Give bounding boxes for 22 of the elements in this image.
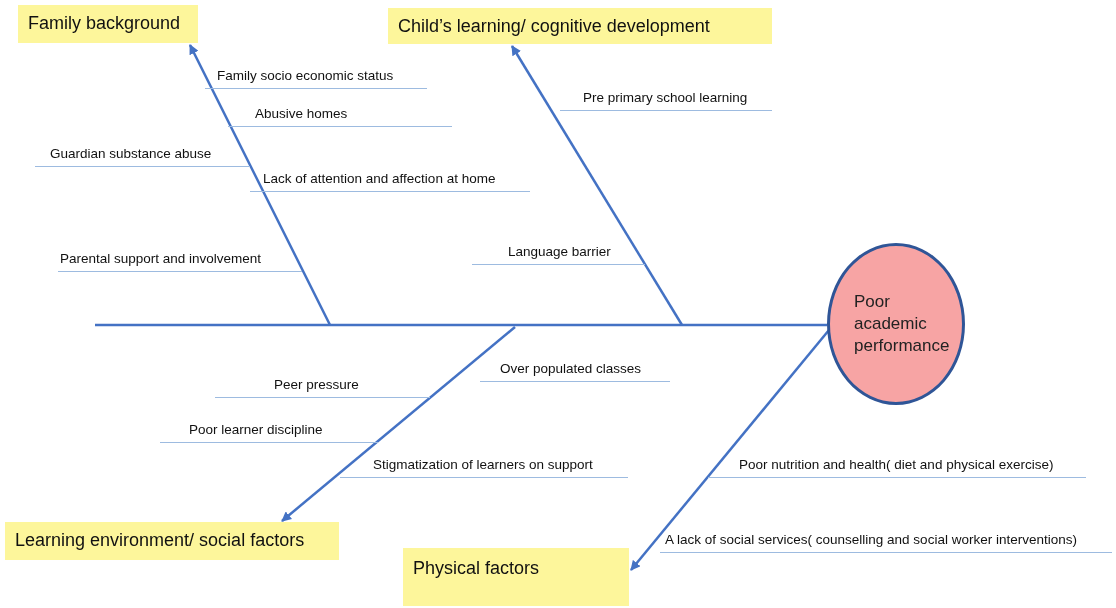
cause-label: Peer pressure [215, 376, 430, 398]
cause-label: Lack of attention and affection at home [250, 170, 530, 192]
cause-label: Parental support and involvement [58, 250, 302, 272]
cause-label: Over populated classes [480, 360, 670, 382]
cause-label: Pre primary school learning [560, 89, 772, 111]
category-box: Child’s learning/ cognitive development [388, 8, 772, 44]
cause-label: Stigmatization of learners on support [340, 456, 628, 478]
cause-label: Poor nutrition and health( diet and physical exercise) [708, 456, 1086, 478]
cause-label: Language barrier [472, 243, 645, 265]
bone-arrow [188, 44, 332, 326]
spine-line [95, 323, 827, 327]
cause-label: A lack of social services( counselling and social worker interventions) [660, 531, 1112, 553]
effect-circle: Poor academic performance [827, 243, 965, 405]
cause-label: Poor learner discipline [160, 421, 378, 443]
cause-label: Family socio economic status [205, 67, 427, 89]
category-box: Family background [18, 5, 198, 43]
cause-label: Guardian substance abuse [35, 145, 250, 167]
cause-label: Abusive homes [228, 105, 452, 127]
bone-arrow [281, 326, 516, 522]
category-box: Physical factors [403, 548, 629, 606]
bone-arrow [510, 45, 684, 326]
category-box: Learning environment/ social factors [5, 522, 339, 560]
